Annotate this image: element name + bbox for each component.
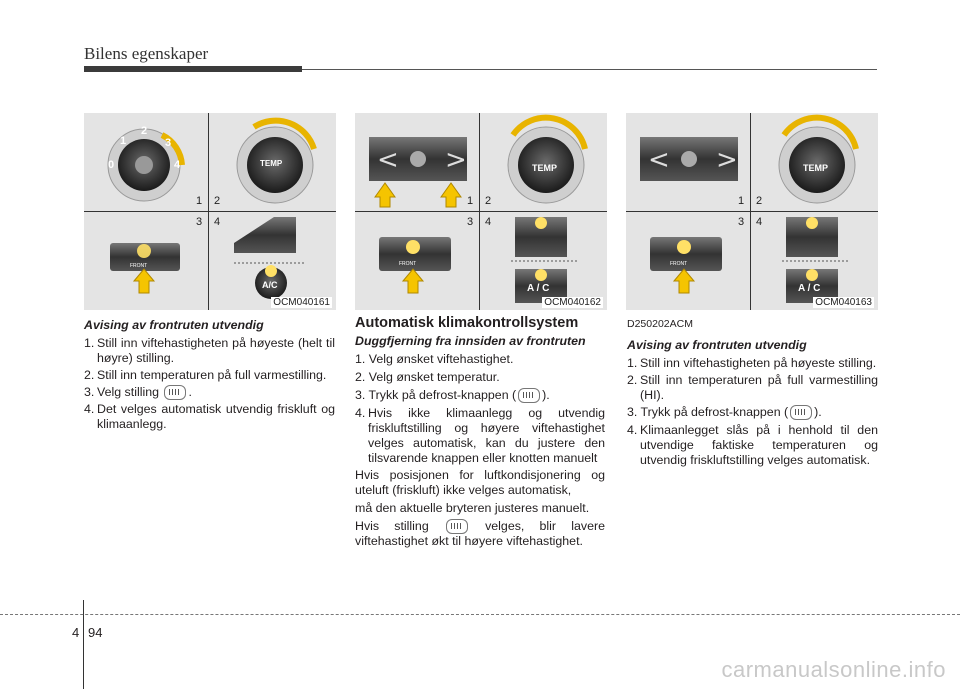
section-title: Avising av frontruten utvendig (627, 338, 807, 352)
list-item: 3.Velg stilling . (84, 385, 192, 401)
text-line: 3. Trykk på defrost-knappen (). (355, 388, 550, 404)
chapter-number: 4 (72, 625, 80, 640)
dial-label: 3 (165, 137, 172, 149)
footer-rule (0, 614, 960, 615)
svg-text:<: < (377, 145, 399, 175)
temp-label: TEMP (803, 163, 829, 173)
dial-label: 4 (174, 159, 181, 171)
dial-label: 1 (120, 135, 127, 147)
page-header: Bilens egenskaper (84, 44, 209, 63)
front-label: FRONT (670, 261, 688, 267)
figure-code: OCM040161 (271, 297, 332, 308)
ac-label: A/C (262, 280, 278, 290)
dial-label: 2 (141, 125, 148, 137)
figure-num: 4 (756, 216, 763, 228)
defrost-icon (164, 385, 187, 401)
svg-text:<: < (648, 145, 670, 175)
figure-num: 2 (214, 195, 221, 207)
section-heading: Automatisk klimakontrollsystem (355, 315, 579, 331)
text-line: 3. Trykk på defrost-knappen (). (627, 405, 822, 421)
figure-num: 4 (485, 216, 492, 228)
defrost-icon (518, 388, 541, 404)
text-line: 1. Velg ønsket viftehastighet. (355, 352, 514, 366)
section-code: D250202ACM (627, 318, 693, 330)
header-bar (84, 66, 302, 72)
figure-num: 2 (485, 195, 492, 207)
list-item: 1.Still inn viftehastigheten på høyeste … (627, 356, 877, 370)
footer-divider (83, 600, 84, 689)
list-item: 4.Klimaanlegget slås på i henhold til de… (627, 423, 878, 468)
figure-3: < > TEMP FRONT A / C 1 2 3 4 OCM040163 (626, 113, 878, 310)
figure-1: 1 2 3 0 4 TEMP FRONT A/C 1 2 3 4 OCM0401… (84, 113, 336, 310)
paragraph: Hvis stilling velges, blir lavere vifteh… (355, 519, 605, 549)
svg-text:>: > (716, 145, 738, 175)
figure-num: 2 (756, 195, 763, 207)
figure-num: 3 (196, 216, 203, 228)
column-1: Avising av frontruten utvendig 1.Still i… (84, 318, 335, 434)
figure-code: OCM040163 (813, 297, 874, 308)
list-item: 2.Still inn temperaturen på full varmest… (84, 368, 327, 382)
sub-heading: Duggfjerning fra innsiden av frontruten (355, 334, 586, 348)
list-item: 2.Still inn temperaturen på full varmest… (627, 373, 878, 402)
temp-label: TEMP (532, 163, 558, 173)
figure-num: 1 (738, 195, 745, 207)
defrost-icon (790, 405, 813, 421)
list-item: 4.Hvis ikke klimaanlegg og utvendig fris… (355, 406, 605, 466)
column-3: D250202ACM Avising av frontruten utvendi… (627, 317, 878, 470)
figure-2: < > TEMP FRONT A / C 1 2 3 4 OCM040162 (355, 113, 607, 310)
figure-3-illustration: < > (640, 114, 859, 303)
dial-label: 0 (108, 159, 115, 171)
list-item: 1.Still inn viftehastigheten på høyeste … (84, 336, 335, 365)
figure-num: 3 (738, 216, 745, 228)
figure-num: 1 (467, 195, 474, 207)
section-title: Avising av frontruten utvendig (84, 318, 264, 332)
figure-num: 4 (214, 216, 221, 228)
column-2: Automatisk klimakontrollsystem Duggfjern… (355, 316, 605, 552)
defrost-icon (445, 519, 468, 535)
figure-num: 3 (467, 216, 474, 228)
figure-num: 1 (196, 195, 203, 207)
front-label: FRONT (130, 263, 148, 269)
paragraph: må den aktuelle bryteren justeres manuel… (355, 501, 590, 516)
watermark: carmanualsonline.info (721, 657, 946, 682)
front-label: FRONT (399, 261, 417, 267)
list-item: 4.Det velges automatisk utvendig frisklu… (84, 402, 335, 432)
paragraph: Hvis posisjonen for luftkondisjonering o… (355, 468, 605, 498)
page-number: 94 (88, 625, 103, 640)
ac-label: A / C (798, 283, 821, 294)
figure-2-illustration: < > (369, 114, 588, 303)
figure-code: OCM040162 (542, 297, 603, 308)
temp-label: TEMP (260, 159, 283, 168)
header-rule (302, 69, 877, 70)
figure-1-illustration (107, 117, 317, 299)
ac-label: A / C (527, 283, 550, 294)
svg-text:>: > (445, 145, 467, 175)
text-line: 2. Velg ønsket temperatur. (355, 370, 500, 384)
